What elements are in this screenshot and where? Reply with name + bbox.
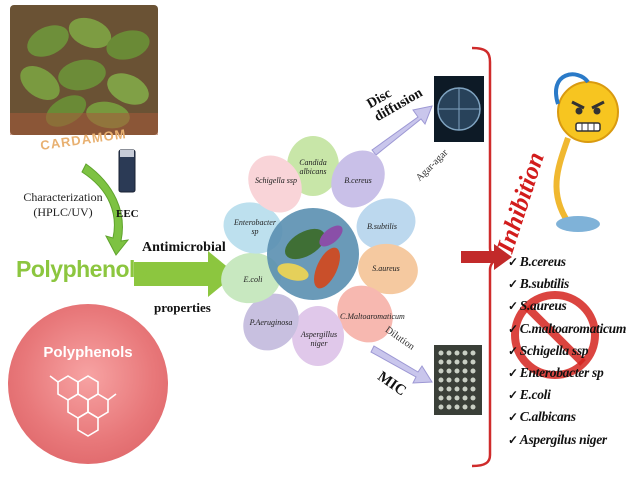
petal-label: Candida albicans [299,158,327,176]
prohibition-icon [511,291,599,379]
arrow-label-top: Antimicrobial [142,240,226,255]
list-item: ✓Enterobacter sp [508,365,604,381]
microbe-flower [221,136,418,366]
circle-label: Polyphenols [43,344,133,361]
check-icon: ✓ [508,255,518,269]
check-icon: ✓ [508,366,518,381]
petal-label: B.cereus [344,176,372,185]
list-item: ✓Schigella ssp [508,342,589,358]
purple-arrow-mic [370,345,433,384]
petal-label: Enterobacter sp [234,218,276,236]
list-item: ✓B.cereus [508,254,566,269]
petal-label: Aspergillus niger [300,330,338,348]
petal-label: P.Aeruginosa [249,318,293,327]
petal-label: B.subtilis [366,222,397,231]
check-icon: ✓ [508,321,518,336]
extract-vial-icon [118,149,136,193]
extract-label: EEC [116,208,139,220]
list-item: ✓E.coli [508,387,551,403]
polyphenol-circle [8,304,168,464]
check-icon: ✓ [508,410,518,425]
list-item: ✓S.aureus [508,298,567,314]
arrow-label-bottom: properties [154,300,211,315]
petal-label: Schigella ssp [255,176,297,185]
check-icon: ✓ [508,432,518,447]
check-icon: ✓ [508,343,518,358]
petal-label: E.coli [243,275,263,284]
check-icon: ✓ [508,388,518,403]
molecule-icon [49,375,117,437]
petri-dish-image [434,76,484,142]
list-item: ✓B.subtilis [508,276,569,292]
organism-list: ✓B.cereus ✓B.subtilis ✓S.aureus ✓C.malto… [508,251,640,451]
list-item: ✓C.albicans [508,409,576,425]
compound-title: Polyphenols [16,256,148,282]
microplate-image [434,345,482,415]
list-item: ✓Aspergilus niger [508,431,607,447]
green-curved-arrow [81,163,130,256]
angry-face-icon [553,72,619,232]
check-icon: ✓ [508,277,518,292]
petal-label: S.aureus [372,264,400,273]
red-arrow [461,244,512,270]
list-item: ✓C.maltoaromaticum [508,320,627,336]
check-icon: ✓ [508,299,518,314]
purple-arrow-disc [371,105,433,156]
green-block-arrow [134,251,236,297]
characterization-label: Characterization (HPLC/UV) [23,190,103,219]
cardamom-photo [10,5,158,135]
petal-label: C.Maltoaromaticum [340,312,405,321]
